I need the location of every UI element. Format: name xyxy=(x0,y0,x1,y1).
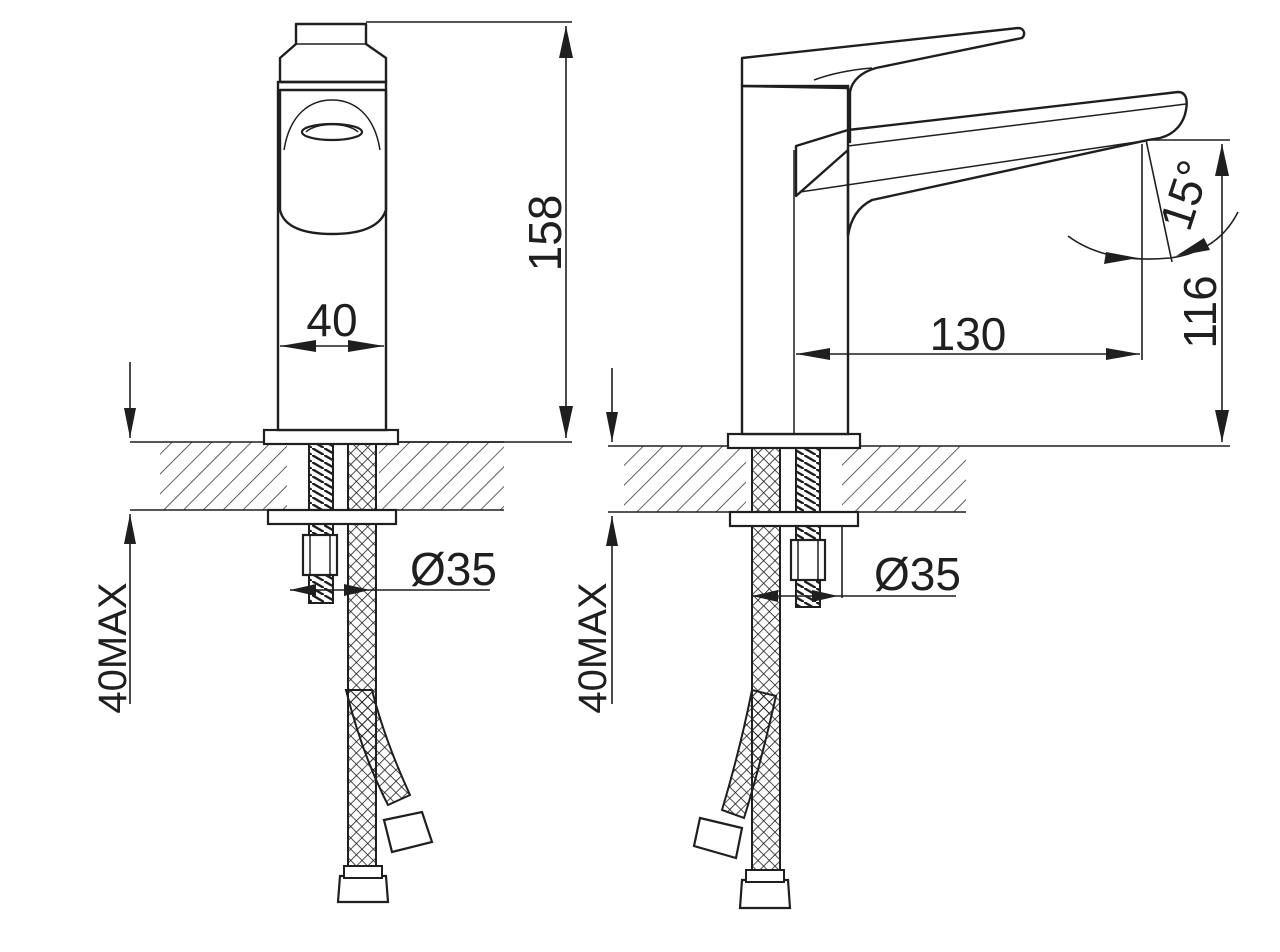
spout-angle-dimension: 15° xyxy=(1067,139,1239,264)
angle-15-label: 15° xyxy=(1149,154,1220,236)
spout-reach-dimension: 130 xyxy=(796,144,1143,360)
front-aerator xyxy=(300,122,364,142)
side-base-flange xyxy=(726,432,862,450)
side-hole-35-label: Ø35 xyxy=(874,548,961,600)
hose-nut xyxy=(692,816,744,860)
front-view: 158 40 Ø35 40MAX xyxy=(91,21,573,904)
spout-height-dimension: 116 xyxy=(1148,139,1230,442)
hole-35-label: Ø35 xyxy=(410,543,497,595)
front-base-flange xyxy=(262,428,400,446)
front-height-dimension: 158 xyxy=(366,21,573,443)
side-washer xyxy=(728,510,860,528)
side-max-thickness-dimension: 40MAX xyxy=(571,368,618,714)
hose-nut xyxy=(382,810,434,854)
front-fixing-nut xyxy=(301,533,339,577)
width-40-label: 40 xyxy=(306,294,357,346)
front-washer xyxy=(266,508,398,526)
front-width-dimension: 40 xyxy=(280,294,384,352)
front-handle xyxy=(278,22,388,84)
hose-nut xyxy=(738,878,792,910)
front-hole-dimension: Ø35 xyxy=(290,543,497,596)
front-max-thickness-dimension: 40MAX xyxy=(91,362,136,714)
reach-130-label: 130 xyxy=(930,308,1007,360)
hose-nut xyxy=(336,874,390,904)
side-view: 130 116 15° Ø35 xyxy=(571,26,1239,910)
side-hole-dimension: Ø35 xyxy=(752,526,961,602)
height-158-label: 158 xyxy=(519,195,571,272)
side-faucet-body xyxy=(740,84,850,436)
side-fixing-nut xyxy=(789,538,827,582)
side-spout xyxy=(794,90,1188,238)
max-thickness-label: 40MAX xyxy=(91,582,135,713)
side-lever-handle xyxy=(740,26,1026,144)
front-spout-face xyxy=(278,88,388,236)
side-max-thickness-label: 40MAX xyxy=(571,582,615,713)
height-116-label: 116 xyxy=(1174,275,1226,348)
